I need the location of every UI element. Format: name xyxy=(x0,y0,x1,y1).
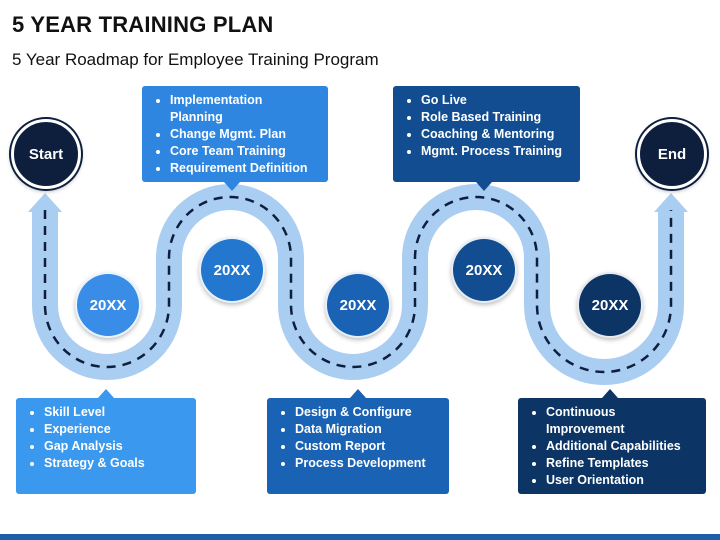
end-node: End xyxy=(637,119,707,189)
list-item: Continuous Improvement xyxy=(546,404,696,438)
year-node-4: 20XX xyxy=(451,237,517,303)
list-item: Experience xyxy=(44,421,186,438)
list-item: Refine Templates xyxy=(546,455,696,472)
box-pointer-2 xyxy=(224,182,240,191)
start-node: Start xyxy=(11,119,81,189)
year-node-1: 20XX xyxy=(75,272,141,338)
list-item: Coaching & Mentoring xyxy=(421,126,570,143)
list-item: Gap Analysis xyxy=(44,438,186,455)
info-box-2: Implementation Planning Change Mgmt. Pla… xyxy=(142,86,328,182)
year-node-2: 20XX xyxy=(199,237,265,303)
list-item: User Orientation xyxy=(546,472,696,489)
list-item: Role Based Training xyxy=(421,109,570,126)
end-arrow xyxy=(654,193,688,212)
box-pointer-3 xyxy=(350,389,366,398)
list-item: Core Team Training xyxy=(170,143,318,160)
list-item: Requirement Definition xyxy=(170,160,318,177)
list-item: Strategy & Goals xyxy=(44,455,186,472)
year-node-5: 20XX xyxy=(577,272,643,338)
year-node-3: 20XX xyxy=(325,272,391,338)
start-arrow xyxy=(28,193,62,212)
page-subtitle: 5 Year Roadmap for Employee Training Pro… xyxy=(12,50,379,69)
info-box-5: Continuous Improvement Additional Capabi… xyxy=(518,398,706,494)
box-pointer-5 xyxy=(602,389,618,398)
list-item: Go Live xyxy=(421,92,570,109)
page-title: 5 YEAR TRAINING PLAN xyxy=(12,12,274,37)
list-item: Design & Configure xyxy=(295,404,439,421)
list-item: Data Migration xyxy=(295,421,439,438)
box-pointer-4 xyxy=(476,182,492,191)
info-box-1: Skill Level Experience Gap Analysis Stra… xyxy=(16,398,196,494)
list-item: Mgmt. Process Training xyxy=(421,143,570,160)
list-item: Custom Report xyxy=(295,438,439,455)
info-box-4: Go Live Role Based Training Coaching & M… xyxy=(393,86,580,182)
road-dashes xyxy=(43,195,673,374)
footer-bar xyxy=(0,534,720,540)
box-pointer-1 xyxy=(98,389,114,398)
list-item: Process Development xyxy=(295,455,439,472)
info-box-3: Design & Configure Data Migration Custom… xyxy=(267,398,449,494)
list-item: Change Mgmt. Plan xyxy=(170,126,318,143)
list-item: Skill Level xyxy=(44,404,186,421)
list-item: Additional Capabilities xyxy=(546,438,696,455)
list-item: Implementation Planning xyxy=(170,92,318,126)
